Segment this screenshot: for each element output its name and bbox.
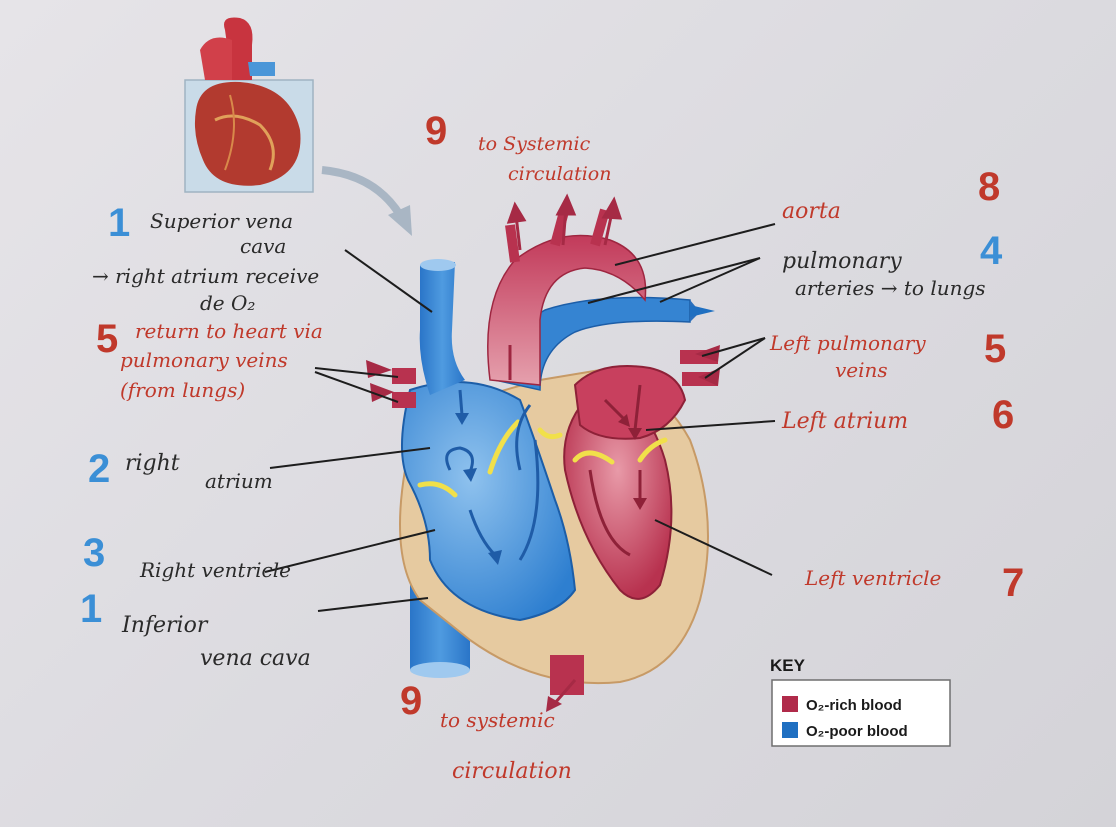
key-label-poor: O₂-poor blood (806, 723, 908, 740)
key-swatch-poor (782, 722, 798, 738)
left-atrium-chamber (573, 365, 687, 440)
label-number-aorta: 8 (978, 165, 1000, 209)
label-inferior-vena-cava: Inferior (121, 613, 209, 638)
key-label-rich: O₂-rich blood (806, 697, 902, 714)
label-arteries-to-lungs: arteries → to lungs (795, 276, 986, 300)
label-number-systemic-top: 9 (425, 109, 447, 153)
label-left-atrium: Left atrium (781, 409, 908, 434)
leader-lines (264, 223, 776, 612)
superior-vena-cava (419, 262, 465, 395)
label-number-left-atrium: 6 (992, 393, 1014, 437)
label-number-pulmonary-arteries: 4 (980, 229, 1003, 273)
label-from-lungs: (from lungs) (120, 378, 245, 402)
label-number-systemic-bottom: 9 (400, 679, 422, 723)
label-left-pulmonary-veins: Left pulmonary (769, 331, 926, 355)
label-right-atrium: right (125, 451, 180, 476)
label-svc-note-line2: de O₂ (200, 291, 255, 315)
label-to-systemic-bottom: to systemic (440, 708, 555, 732)
label-inferior-vena-cava-line2: vena cava (200, 646, 311, 671)
label-left-pulmonary-veins-line2: veins (835, 358, 888, 382)
label-to-systemic-top: to Systemic (478, 133, 591, 155)
label-number-right-atrium: 2 (88, 447, 110, 491)
label-number-left-ventricle: 7 (1002, 561, 1024, 605)
label-right-atrium-line2: atrium (205, 469, 273, 493)
legend-key: KEY O₂-rich blood O₂-poor blood (770, 656, 951, 747)
label-pulmonary-veins-left: pulmonary veins (120, 348, 288, 372)
label-number-right-ventricle: 3 (83, 531, 105, 575)
label-aorta: aorta (782, 199, 841, 224)
descending-aorta (546, 655, 584, 712)
blood-flow-arrows (445, 345, 647, 565)
heart-valves (417, 419, 668, 498)
label-number-pulmonary-veins-right: 5 (984, 327, 1006, 371)
label-right-ventricle: Right ventricle (139, 558, 291, 582)
label-circulation-bottom: circulation (452, 759, 572, 784)
label-number-pulmonary-veins-left: 5 (96, 317, 118, 361)
aorta-arch (487, 234, 647, 386)
key-swatch-rich (782, 696, 798, 712)
aorta-outflow-arrows (506, 193, 623, 251)
thumbnail-heart (184, 17, 314, 193)
key-title: KEY (770, 656, 806, 675)
pulmonary-outflow-arrow (690, 305, 715, 317)
label-pulmonary-arteries: pulmonary (782, 249, 902, 274)
label-svc-note: → right atrium receive (92, 264, 319, 288)
label-left-ventricle: Left ventricle (804, 566, 941, 590)
pointer-arrow (321, 166, 404, 218)
label-number-superior-vena-cava: 1 (108, 201, 130, 245)
right-side-pulmonary-veins (680, 345, 720, 386)
right-heart-chambers (401, 381, 577, 622)
label-circulation-top: circulation (508, 163, 611, 185)
left-side-pulmonary-veins (366, 360, 416, 408)
pointer-arrow-head (388, 205, 412, 236)
label-superior-vena-cava-line2: cava (240, 234, 286, 258)
label-number-inferior-vena-cava: 1 (80, 587, 102, 631)
label-superior-vena-cava: Superior vena (150, 209, 293, 233)
label-return-to-heart: return to heart via (135, 319, 323, 343)
